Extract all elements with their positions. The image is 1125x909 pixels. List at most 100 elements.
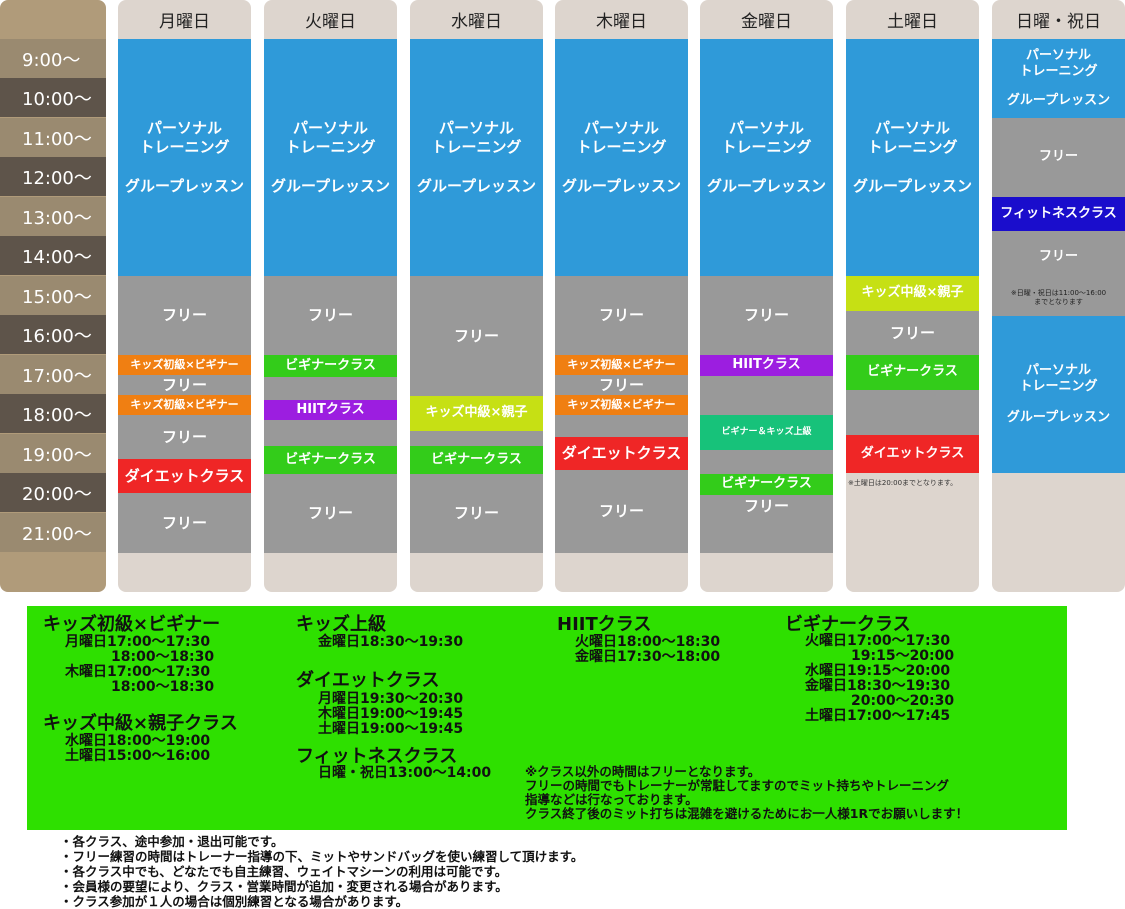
day-header: 金曜日 <box>741 11 792 32</box>
summary-line: 日曜・祝日13:00〜14:00 <box>318 765 492 781</box>
summary-note-line: 指導などは行なっております。 <box>525 792 698 807</box>
free-block <box>700 450 833 474</box>
day-column-wednesday: 水曜日 パーソナルトレーニンググループレッスン フリー キッズ中級×親子 ビギナ… <box>410 0 543 592</box>
free-block: フリー <box>264 474 397 553</box>
personal-group-block: パーソナルトレーニンググループレッスン <box>410 39 543 276</box>
personal-group-block: パーソナルトレーニンググループレッスン <box>264 39 397 276</box>
time-label: 17:00〜 <box>0 355 106 394</box>
free-block: フリー <box>846 311 979 355</box>
personal-group-block: パーソナルトレーニンググループレッスン <box>555 39 688 276</box>
personal-group-block: パーソナルトレーニンググループレッスン <box>118 39 251 276</box>
bullet-note: ・各クラス、途中参加・退出可能です。 <box>60 834 284 849</box>
summary-line: 19:15〜20:00 <box>851 648 955 664</box>
free-block: フリー <box>992 118 1125 197</box>
summary-line: 火曜日17:00〜17:30 <box>805 633 951 649</box>
kids-beginner-block: キッズ初級×ビギナー <box>118 395 251 415</box>
summary-title: フィットネスクラス <box>296 746 458 767</box>
time-label: 9:00〜 <box>0 39 106 78</box>
summary-note-line: フリーの時間でもトレーナーが常駐してますのでミット持ちやトレーニング <box>525 778 950 793</box>
summary-line: 18:00〜18:30 <box>111 649 215 665</box>
free-block: フリー <box>410 276 543 396</box>
beginner-block: ビギナークラス <box>410 446 543 474</box>
summary-title: ダイエットクラス <box>296 670 440 691</box>
summary-line: 18:00〜18:30 <box>111 679 215 695</box>
day-header: 月曜日 <box>159 11 210 32</box>
kids-beginner-block: キッズ初級×ビギナー <box>118 355 251 375</box>
kids-mid-block: キッズ中級×親子 <box>410 396 543 431</box>
free-block <box>264 377 397 400</box>
bullet-note: ・クラス参加が１人の場合は個別練習となる場合があります。 <box>60 894 409 909</box>
day-column-sunday: 日曜・祝日 パーソナルトレーニンググループレッスン フリー フィットネスクラス … <box>992 0 1125 592</box>
summary-title: ビギナークラス <box>785 614 911 635</box>
summary-line: 水曜日18:00〜19:00 <box>65 733 211 749</box>
time-label: 20:00〜 <box>0 473 106 512</box>
free-block <box>555 415 688 437</box>
beginner-block: ビギナークラス <box>264 446 397 474</box>
fitness-block: フィットネスクラス <box>992 197 1125 231</box>
bullet-note: ・フリー練習の時間はトレーナー指導の下、ミットやサンドバッグを使い練習して頂けま… <box>60 849 584 864</box>
time-label: 15:00〜 <box>0 276 106 315</box>
free-block: フリー <box>118 415 251 459</box>
summary-line: 月曜日19:30〜20:30 <box>318 691 464 707</box>
time-label: 10:00〜 <box>0 78 106 117</box>
day-column-saturday: 土曜日 パーソナルトレーニンググループレッスン キッズ中級×親子 フリー ビギナ… <box>846 0 979 592</box>
free-block: フリー <box>700 495 833 553</box>
class-summary-box: キッズ初級×ビギナー 月曜日17:00〜17:30 18:00〜18:30 木曜… <box>27 606 1067 830</box>
free-block <box>264 420 397 446</box>
hiit-block: HIITクラス <box>700 355 833 376</box>
summary-title: キッズ初級×ビギナー <box>43 614 221 635</box>
day-header: 日曜・祝日 <box>1016 11 1101 32</box>
free-block: フリー <box>700 276 833 355</box>
diet-block: ダイエットクラス <box>555 437 688 470</box>
saturday-note: ※土曜日は20:00までとなります。 <box>848 479 958 487</box>
diet-block: ダイエットクラス <box>846 435 979 473</box>
day-header: 水曜日 <box>451 11 502 32</box>
free-block: フリー <box>118 493 251 553</box>
summary-line: 木曜日17:00〜17:30 <box>65 664 211 680</box>
summary-line: 月曜日17:00〜17:30 <box>65 634 211 650</box>
personal-group-block: パーソナルトレーニンググループレッスン <box>700 39 833 276</box>
personal-group-block: パーソナルトレーニンググループレッスン <box>992 316 1125 473</box>
personal-group-block: パーソナルトレーニンググループレッスン <box>992 39 1125 118</box>
beginner-block: ビギナークラス <box>846 355 979 390</box>
kids-mid-block: キッズ中級×親子 <box>846 276 979 311</box>
bullet-note: ・各クラス中でも、どなたでも自主練習、ウェイトマシーンの利用は可能です。 <box>60 864 508 879</box>
free-block: フリー <box>555 470 688 553</box>
free-block: フリー <box>410 474 543 553</box>
time-column: 9:00〜 10:00〜 11:00〜 12:00〜 13:00〜 14:00〜… <box>0 0 106 592</box>
summary-title: キッズ上級 <box>296 614 386 635</box>
hiit-block: HIITクラス <box>264 400 397 420</box>
day-header: 木曜日 <box>596 11 647 32</box>
summary-line: 土曜日17:00〜17:45 <box>805 708 951 724</box>
summary-title: キッズ中級×親子クラス <box>43 713 238 734</box>
time-label: 11:00〜 <box>0 118 106 157</box>
day-column-monday: 月曜日 パーソナルトレーニンググループレッスン フリー キッズ初級×ビギナー フ… <box>118 0 251 592</box>
summary-line: 金曜日18:30〜19:30 <box>318 634 464 650</box>
time-label: 13:00〜 <box>0 197 106 236</box>
time-label: 12:00〜 <box>0 157 106 196</box>
time-label: 16:00〜 <box>0 315 106 354</box>
day-column-tuesday: 火曜日 パーソナルトレーニンググループレッスン フリー ビギナークラス HIIT… <box>264 0 397 592</box>
beginner-block: ビギナークラス <box>700 474 833 495</box>
summary-title: HIITクラス <box>557 614 652 635</box>
free-block: フリー <box>555 276 688 355</box>
summary-line: 木曜日19:00〜19:45 <box>318 706 464 722</box>
time-label: 18:00〜 <box>0 394 106 433</box>
summary-note-line: クラス終了後のミット打ちは混雑を避けるためにお一人様1Rでお願いします！ <box>525 806 969 821</box>
time-label: 21:00〜 <box>0 513 106 552</box>
time-label: 19:00〜 <box>0 434 106 473</box>
summary-line: 土曜日19:00〜19:45 <box>318 721 464 737</box>
free-block: フリー <box>118 276 251 355</box>
kids-beginner-block: キッズ初級×ビギナー <box>555 395 688 415</box>
day-column-thursday: 木曜日 パーソナルトレーニンググループレッスン フリー キッズ初級×ビギナー フ… <box>555 0 688 592</box>
day-column-friday: 金曜日 パーソナルトレーニンググループレッスン フリー HIITクラス ビギナー… <box>700 0 833 592</box>
diet-block: ダイエットクラス <box>118 459 251 493</box>
free-block <box>846 390 979 435</box>
day-header: 土曜日 <box>887 11 938 32</box>
bullet-note: ・会員様の要望により、クラス・営業時間が追加・変更される場合があります。 <box>60 879 508 894</box>
free-block: フリー <box>264 276 397 355</box>
free-block: フリー <box>555 375 688 395</box>
summary-note-line: ※クラス以外の時間はフリーとなります。 <box>525 764 761 779</box>
